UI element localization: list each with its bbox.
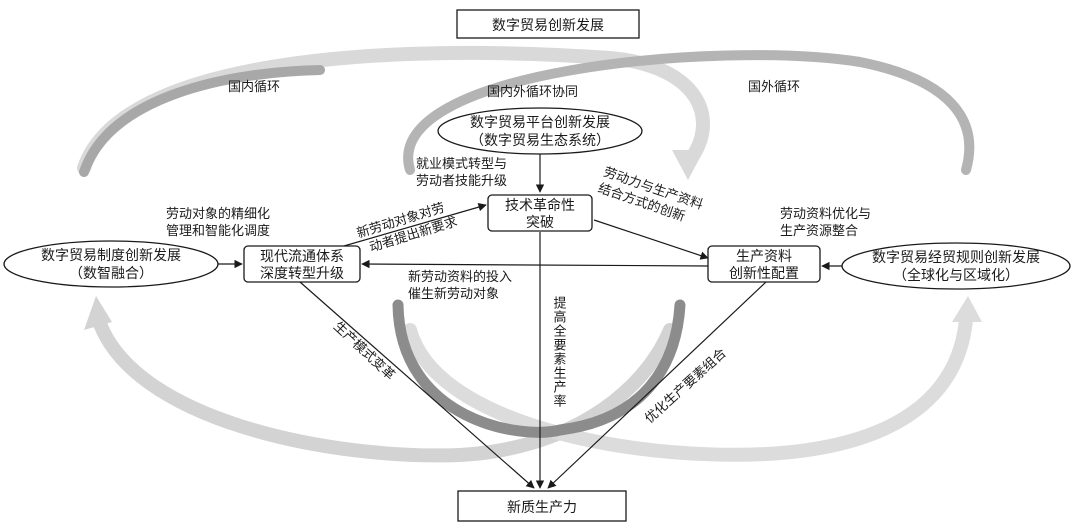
circulation-line-1: 现代流通体系	[260, 249, 344, 265]
new-means-label-2: 催生新劳动对象	[408, 286, 499, 302]
institution-ellipse: 数字贸易制度创新发展 （数智融合）	[3, 240, 219, 288]
means-line-2: 创新性配置	[729, 266, 799, 282]
bottom-box: 新质生产力	[457, 490, 627, 522]
labor-object-label-1: 劳动对象的精细化	[166, 206, 270, 222]
central-dark-arc	[392, 299, 686, 438]
means-line-1: 生产资料	[736, 249, 792, 265]
circulation-node: 现代流通体系 深度转型升级	[243, 245, 361, 283]
means-node: 生产资料 创新性配置	[707, 245, 821, 283]
bottom-left-arc	[91, 311, 677, 463]
institution-line-2: （数智融合）	[69, 266, 153, 282]
rules-line-1: 数字贸易经贸规则创新发展	[872, 250, 1040, 266]
tech-line-2: 突破	[526, 215, 554, 231]
rules-ellipse: 数字贸易经贸规则创新发展 （全球化与区域化）	[841, 242, 1071, 290]
tech-node: 技术革命性 突破	[487, 194, 593, 232]
institution-line-1: 数字贸易制度创新发展	[41, 248, 181, 264]
foreign-cycle-label: 国外循环	[748, 80, 800, 95]
bottom-right-arc	[403, 313, 973, 462]
new-means-label-1: 新劳动资料的投入	[408, 269, 512, 285]
top-box: 数字贸易创新发展	[456, 9, 640, 39]
domestic-outer-arc	[77, 45, 710, 175]
domestic-cycle-label: 国内循环	[228, 79, 280, 95]
domestic-left-arc	[79, 65, 325, 177]
circulation-arcs	[77, 45, 982, 463]
optimize-label-2: 生产资源整合	[780, 224, 858, 239]
employment-label-1: 就业模式转型与	[416, 157, 507, 172]
bottom-left-arrowhead	[84, 296, 112, 330]
foreign-outer-arc	[403, 50, 975, 175]
platform-ellipse: 数字贸易平台创新发展 （数字贸易生态系统）	[437, 107, 643, 155]
edge-tech-means	[593, 219, 709, 260]
optimize-label-1: 劳动资料优化与	[780, 206, 871, 222]
tfp-label: 提高全要素生产率	[551, 295, 567, 408]
bottom-right-arrowhead	[952, 296, 982, 322]
bottom-box-label: 新质生产力	[507, 500, 577, 516]
mode-label: 生产模式变革	[330, 318, 398, 383]
employment-label-2: 劳动者技能升级	[416, 173, 507, 189]
domestic-outer-arrowhead	[672, 150, 704, 180]
platform-line-2: （数字贸易生态系统）	[470, 133, 610, 149]
collab-cycle-label: 国内外循环协同	[487, 84, 578, 100]
labor-object-label-2: 管理和智能化调度	[166, 223, 270, 239]
edge-means-output	[547, 281, 767, 489]
circulation-line-2: 深度转型升级	[260, 266, 344, 282]
edge-means-circulation	[361, 259, 709, 269]
edge-circulation-tech	[329, 203, 487, 251]
edge-circulation-output	[299, 281, 535, 489]
mode-label-text: 生产模式变革	[330, 318, 398, 383]
connectors	[218, 154, 842, 489]
rules-line-2: （全球化与区域化）	[893, 267, 1019, 284]
tech-line-1: 技术革命性	[505, 197, 575, 214]
platform-line-1: 数字贸易平台创新发展	[470, 115, 610, 131]
top-box-label: 数字贸易创新发展	[492, 18, 604, 34]
